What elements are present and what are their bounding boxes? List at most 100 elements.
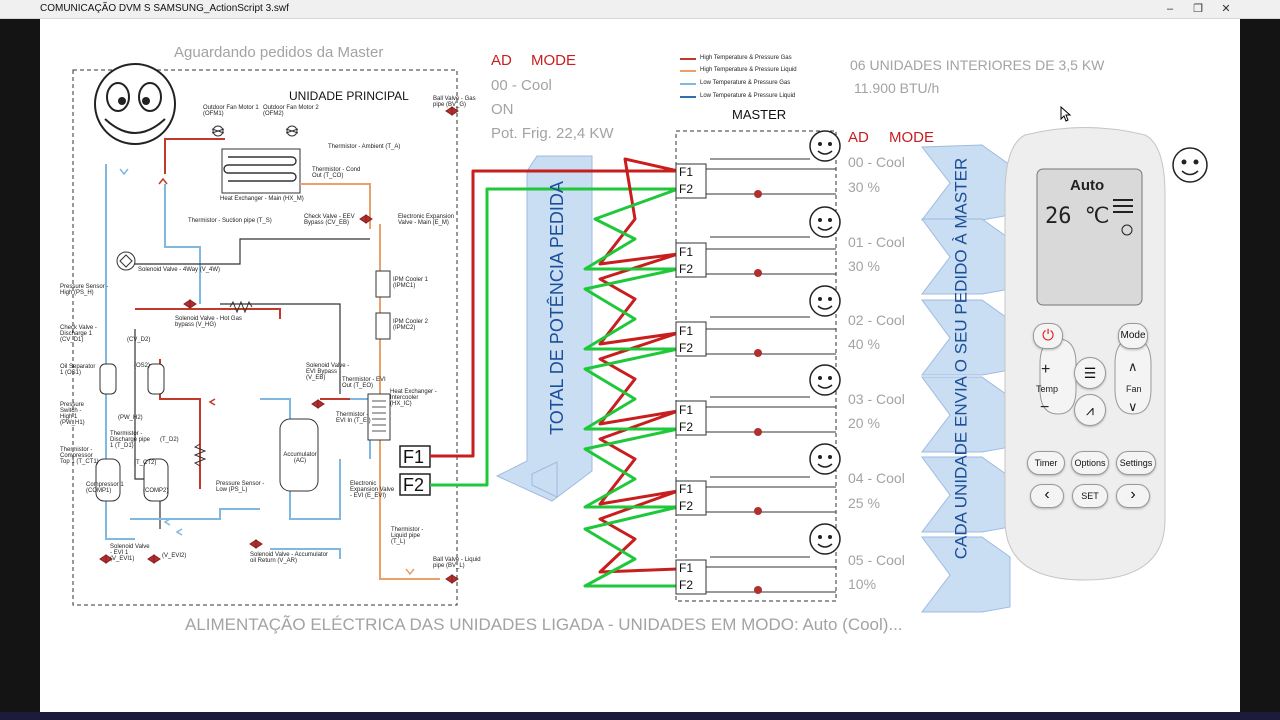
indoor-unit-percent: 30 % <box>848 258 880 274</box>
component-label: Pressure Sensor - High (PS_H) <box>60 284 109 296</box>
outdoor-mode-label: MODE <box>531 52 576 69</box>
indoor-count-header: 06 UNIDADES INTERIORES DE 3,5 KW <box>850 57 1105 73</box>
component-label: Solenoid Valve - EVI Bypass (V_EB) <box>306 363 350 381</box>
maximize-button[interactable]: ❐ <box>1193 3 1203 15</box>
component-label: Pressure Switch - High 1 (PW_H1) <box>60 402 85 426</box>
oil-separator-1 <box>99 363 117 395</box>
fan-up-button[interactable]: ∧ <box>1128 359 1138 374</box>
indoor-unit-percent: 20 % <box>848 415 880 431</box>
component-label: Outdoor Fan Motor 2 (OFM2) <box>263 105 319 117</box>
component-label: Accumulator (AC) <box>283 452 317 464</box>
outdoor-port-f2-label: F2 <box>403 475 425 495</box>
outdoor-unit-boundary <box>72 69 458 606</box>
component-label: Thermistor - Ambient (T_A) <box>328 144 401 150</box>
indoor-port-f2: F2 <box>679 578 694 592</box>
component-label: (OS2) <box>134 363 151 369</box>
compressor-2 <box>143 458 169 502</box>
component-label: Thermistor - Compressor Top 1 (T_CT1) <box>60 447 99 465</box>
indoor-port-f1: F1 <box>679 403 694 417</box>
ipm-cooler-1 <box>375 270 391 298</box>
left-button[interactable]: ‹ <box>1030 484 1064 508</box>
minimize-button[interactable]: – <box>1166 3 1174 15</box>
component-label: Ball Valve - Liquid pipe (BV_L) <box>433 557 481 569</box>
temp-up-button[interactable]: + <box>1041 361 1051 378</box>
outdoor-mode-value: 00 - Cool <box>491 77 552 94</box>
master-label: MASTER <box>732 107 787 122</box>
temp-down-button[interactable]: − <box>1040 399 1050 416</box>
refrigerant-schematic <box>72 58 1208 613</box>
component-label: Solenoid Valve - Hot Gas bypass (V_HG) <box>175 316 242 328</box>
flash-stage: Aguardando pedidos da Master UNIDADE PRI… <box>40 19 1240 712</box>
component-label: Thermistor - Cond Out (T_CO) <box>312 167 361 179</box>
request-banner-text: CADA UNIDADE ENVIA O SEU PEDIDO À MASTER <box>951 157 971 560</box>
indoor-port-f2: F2 <box>679 341 694 355</box>
taskbar-strip <box>0 712 1280 720</box>
compressor-1 <box>95 458 121 502</box>
total-power-banner-text: TOTAL DE POTÊNCIA PEDIDA <box>547 181 567 435</box>
right-button[interactable]: › <box>1116 484 1150 508</box>
timer-button[interactable]: Timer <box>1027 451 1065 475</box>
component-label: IPM Cooler 2 (IPMC2) <box>393 319 429 331</box>
outdoor-power: ON <box>491 101 514 118</box>
indoor-port-f1: F1 <box>679 561 694 575</box>
indoor-smiley-icons <box>809 130 1208 555</box>
indoor-port-f1: F1 <box>679 324 694 338</box>
component-label: Check Valve - EEV Bypass (CV_EB) <box>304 214 355 226</box>
component-label: Thermistor - EVI Out (T_EO) <box>342 377 386 389</box>
outdoor-port-f1-label: F1 <box>403 447 425 467</box>
total-power-banner <box>495 155 593 502</box>
component-label: Thermistor - Liquid pipe (T_L) <box>391 527 424 545</box>
component-label: (PW_H2) <box>118 415 143 421</box>
indoor-port-f2: F2 <box>679 262 694 276</box>
component-label: Thermistor - Discharge pipe 1 (T_D1) <box>110 431 151 449</box>
swing-horizontal-button[interactable]: ☰ <box>1074 357 1106 389</box>
close-button[interactable]: ✕ <box>1221 3 1231 15</box>
fan-icon-2 <box>285 125 299 137</box>
indoor-port-f2: F2 <box>679 420 694 434</box>
set-button[interactable]: SET <box>1072 484 1108 508</box>
indoor-port-f1: F1 <box>679 165 694 179</box>
component-label: Thermistor - EVI In (T_EI) <box>336 412 371 424</box>
outdoor-capacity: Pot. Frig. 22,4 KW <box>491 125 614 142</box>
btu-header: 11.900 BTU/h <box>854 80 940 96</box>
component-label: Solenoid Valve - 4Way (V_4W) <box>138 267 221 273</box>
fan-icon-1 <box>211 125 225 137</box>
indoor-port-f2: F2 <box>679 182 694 196</box>
indoor-port-f2: F2 <box>679 499 694 513</box>
indoor-unit-mode: 02 - Cool <box>848 312 905 328</box>
options-button[interactable]: Options <box>1071 451 1109 475</box>
status-line: ALIMENTAÇÃO ELÉCTRICA DAS UNIDADES LIGAD… <box>185 615 903 634</box>
component-label: Solenoid Valve - Accumulator oil Return … <box>250 552 328 564</box>
component-label: (V_EVI2) <box>162 553 187 559</box>
component-label: (T_CT2) <box>134 460 157 466</box>
mode-button[interactable]: Mode <box>1118 323 1148 349</box>
settings-button[interactable]: Settings <box>1116 451 1156 475</box>
request-banners <box>920 144 1011 613</box>
component-label: Oil Separator 1 (OS1) <box>60 364 96 376</box>
fan-down-button[interactable]: ∨ <box>1128 399 1138 414</box>
swing-vertical-button[interactable]: ⩘ <box>1074 394 1106 426</box>
mouse-cursor-icon <box>1060 106 1072 122</box>
four-way-valve-icon <box>116 251 136 271</box>
intercooler <box>367 393 391 441</box>
indoor-mode-label: MODE <box>889 129 934 146</box>
remote-lcd <box>1036 168 1143 306</box>
component-label: Outdoor Fan Motor 1 (OFM1) <box>203 105 259 117</box>
component-label: Ball Valve - Gas pipe (BV_G) <box>433 96 476 108</box>
fan-label: Fan <box>1126 384 1142 394</box>
component-label: Heat Exchanger - Main (HX_M) <box>220 196 304 202</box>
indoor-ad-label: AD <box>848 129 869 146</box>
indoor-unit-percent: 10% <box>848 576 877 592</box>
indoor-unit-percent: 30 % <box>848 179 880 195</box>
heat-exchanger-main <box>221 148 301 194</box>
component-label: Compressor 1 (COMP1) <box>86 482 124 494</box>
power-button[interactable]: ⏻ <box>1033 323 1063 349</box>
outdoor-ad-label: AD <box>491 52 512 69</box>
indoor-unit-percent: 40 % <box>848 336 880 352</box>
indoor-unit-mode: 04 - Cool <box>848 470 905 486</box>
component-label: Pressure Sensor - Low (PS_L) <box>216 481 265 493</box>
window-titlebar: COMUNICAÇÃO DVM S SAMSUNG_ActionScript 3… <box>0 0 1280 19</box>
component-label: Check Valve - Discharge 1 (CV_D1) <box>60 325 97 343</box>
component-label: (COMP2) <box>143 488 169 494</box>
component-label: (CV_D2) <box>127 337 151 343</box>
